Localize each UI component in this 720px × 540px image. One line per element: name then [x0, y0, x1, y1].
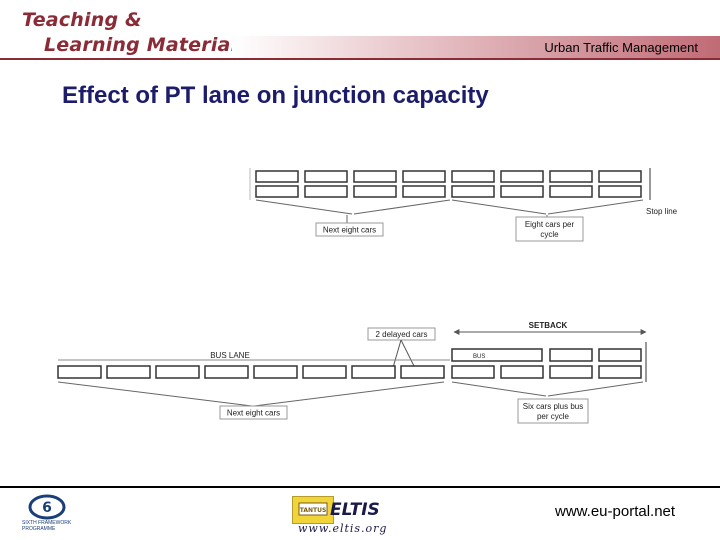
cycle-label-line2: cycle	[540, 230, 559, 239]
next-cars-box	[219, 405, 288, 420]
eltis-logo: TANTUS ELTIS www.eltis.org	[292, 494, 402, 536]
brand-title-line1: Teaching &	[22, 9, 142, 31]
eltis-badge-text: TANTUS	[300, 507, 327, 514]
car	[304, 170, 348, 183]
car	[549, 185, 593, 198]
stop-line-label: Stop line	[646, 207, 678, 216]
brace-line	[547, 381, 644, 397]
car	[402, 170, 446, 183]
brace-line	[451, 381, 547, 397]
cycle-box	[515, 216, 584, 242]
car	[598, 170, 642, 183]
car	[451, 365, 495, 379]
car	[598, 365, 642, 379]
car	[451, 170, 495, 183]
eltis-name: ELTIS	[330, 500, 380, 520]
car	[204, 365, 249, 379]
framework-logo-caption: SIXTH FRAMEWORK PROGRAMME	[22, 520, 72, 532]
car	[400, 365, 445, 379]
brace-line	[547, 199, 644, 215]
bus-lane-label: BUS LANE	[210, 351, 250, 360]
car	[57, 365, 102, 379]
footer-url: www.eu-portal.net	[555, 503, 676, 520]
car	[304, 185, 348, 198]
brace-line	[57, 381, 253, 407]
header-bar: Urban Traffic Management	[232, 36, 720, 58]
car	[106, 365, 151, 379]
delayed-label: 2 delayed cars	[375, 330, 427, 339]
car	[598, 348, 642, 362]
cycle-label-line2: per cycle	[537, 412, 570, 421]
car	[549, 365, 593, 379]
car	[549, 170, 593, 183]
cycle-box	[517, 398, 589, 424]
page-title: Effect of PT lane on junction capacity	[62, 82, 489, 109]
brace-line	[451, 199, 547, 215]
header-rule	[0, 58, 720, 60]
next-cars-label: Next eight cars	[323, 226, 376, 235]
car	[253, 365, 298, 379]
footer-rule	[0, 486, 720, 488]
car	[500, 365, 544, 379]
car	[451, 185, 495, 198]
car	[549, 348, 593, 362]
car	[255, 170, 299, 183]
bus	[451, 348, 543, 362]
car	[500, 170, 544, 183]
top-scenario: Stop line Next eight cars Eight cars per…	[249, 168, 678, 242]
section-title: Urban Traffic Management	[544, 40, 698, 55]
car	[598, 185, 642, 198]
slide-header: Teaching & Learning Materials Urban Traf…	[0, 0, 720, 62]
brand-title-line2: Learning Materials	[44, 34, 249, 56]
eltis-badge-icon: TANTUS	[292, 496, 334, 524]
car	[302, 365, 347, 379]
next-cars-label: Next eight cars	[227, 409, 280, 418]
bus-label: BUS	[473, 354, 485, 360]
eltis-url: www.eltis.org	[298, 522, 388, 535]
car	[155, 365, 200, 379]
car	[255, 185, 299, 198]
bottom-cars-row	[57, 365, 642, 379]
junction-diagram: Stop line Next eight cars Eight cars per…	[57, 168, 678, 424]
brace-line	[255, 199, 353, 215]
top-cars-row1	[255, 170, 642, 183]
car	[500, 185, 544, 198]
setback-label: SETBACK	[529, 321, 568, 330]
car	[353, 185, 397, 198]
car	[353, 170, 397, 183]
brace-line	[353, 199, 451, 215]
top-cars-row2	[255, 185, 642, 198]
cycle-label-line1: Six cars plus bus	[523, 402, 583, 411]
framework-logo-icon: 6	[28, 494, 66, 520]
car	[402, 185, 446, 198]
framework-logo: 6 SIXTH FRAMEWORK PROGRAMME	[22, 494, 72, 532]
next-cars-box	[315, 222, 384, 237]
brace-line	[253, 381, 445, 407]
svg-text:6: 6	[42, 500, 52, 516]
car	[351, 365, 396, 379]
bottom-scenario: SETBACK 2 delayed cars BUS LANE BUS	[57, 321, 647, 424]
cycle-label-line1: Eight cars per	[525, 220, 575, 229]
